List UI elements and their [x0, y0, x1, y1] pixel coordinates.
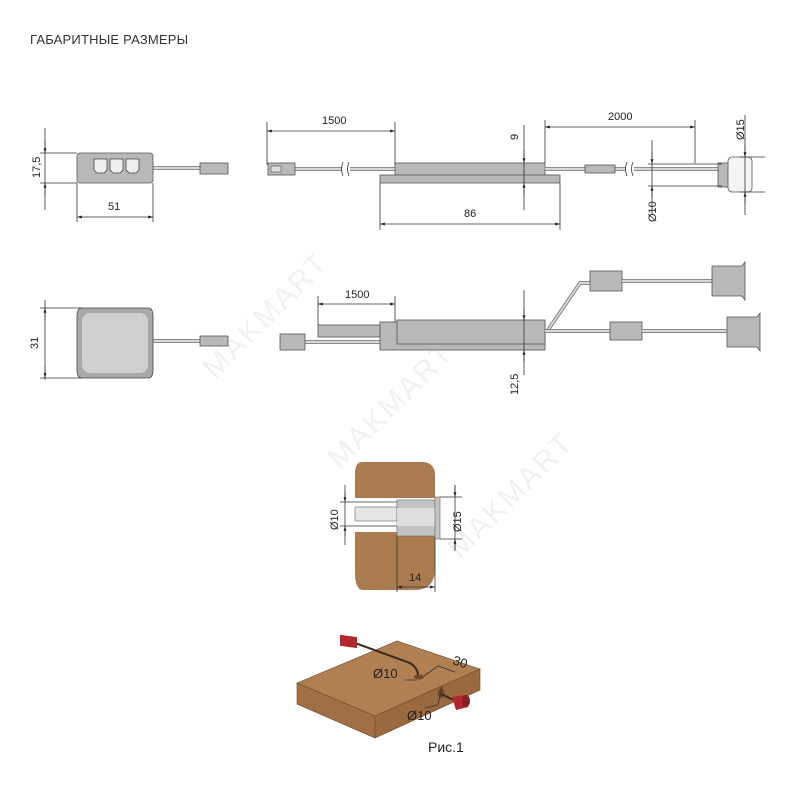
mounting-section-view: Ø10 Ø15 14: [329, 462, 464, 592]
hub-top-view: 17,5 51: [31, 128, 229, 222]
dim-offset: 30: [451, 653, 469, 672]
dim-hole-top: Ø10: [373, 666, 398, 681]
figure-caption: Рис.1: [428, 739, 464, 755]
dim-cable-right: 2000: [608, 111, 632, 123]
figure-1-isometric: Ø10 30 Ø10 Рис.1: [296, 634, 481, 755]
dim-cable-left: 1500: [345, 289, 369, 301]
dim-body-height: 12,5: [509, 374, 521, 395]
dim-depth: 14: [409, 572, 421, 584]
dim-body-length: 86: [464, 208, 476, 220]
sensor-top-view: 1500 86 9 2000 Ø15 Ø10: [266, 111, 765, 230]
dim-hole-edge: Ø10: [407, 708, 432, 723]
dim-height: 31: [29, 337, 41, 349]
dim-cable-left: 1500: [322, 115, 346, 127]
dim-hole-diameter: Ø10: [329, 509, 341, 530]
dim-sensor-diameter: Ø10: [647, 201, 659, 222]
dim-body-height: 9: [509, 134, 521, 140]
split-sensor-view: 1500 12,5: [279, 260, 761, 395]
dim-cap-diameter: Ø15: [452, 511, 464, 532]
hub-front-view: 31: [29, 300, 229, 380]
svg-text:MAKMART: MAKMART: [197, 246, 336, 385]
svg-text:MAKMART: MAKMART: [322, 336, 461, 475]
dim-width: 51: [108, 201, 120, 213]
dim-height: 17,5: [31, 157, 43, 178]
page-title: ГАБАРИТНЫЕ РАЗМЕРЫ: [30, 32, 189, 47]
svg-text:MAKMART: MAKMART: [442, 426, 581, 565]
dim-cap-diameter: Ø15: [735, 119, 747, 140]
